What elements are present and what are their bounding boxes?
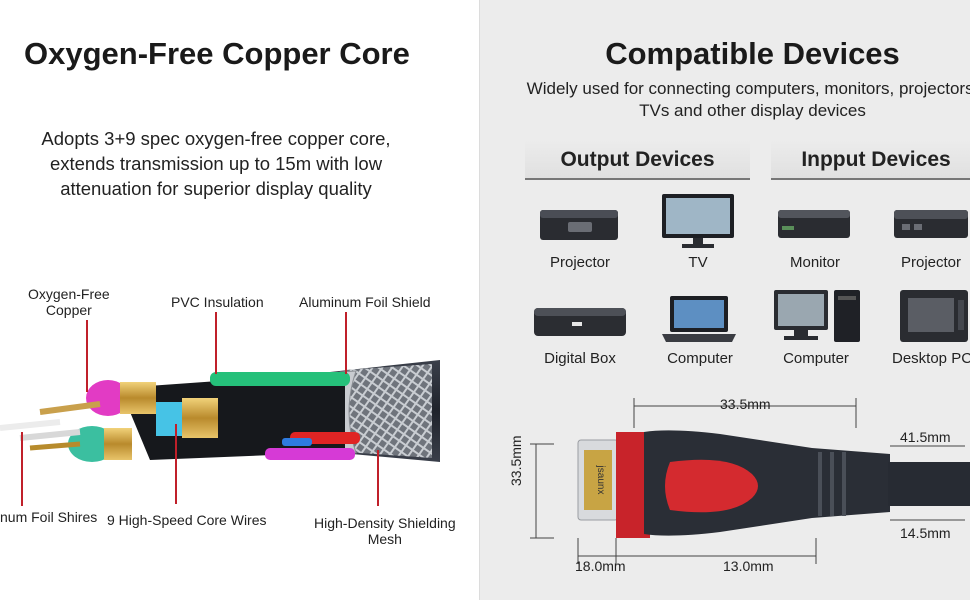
compatible-devices-panel: Compatible Devices Widely used for conne… <box>480 0 970 600</box>
red-grip <box>665 459 758 513</box>
label-shielding-line2: Mesh <box>367 531 402 547</box>
description-line-1: Adopts 3+9 spec oxygen-free copper core, <box>41 128 391 149</box>
copper-core-panel: Oxygen-Free Copper Core Adopts 3+9 spec … <box>0 0 480 600</box>
shielding-mesh <box>337 364 432 458</box>
connector-dimension-diagram: jsaunx <box>530 398 970 564</box>
copper-core-title: Oxygen-Free Copper Core <box>24 36 410 71</box>
device-digital-box-label: Digital Box <box>544 350 616 367</box>
label-aluminum-foil-shires: num Foil Shires <box>0 509 98 525</box>
device-monitor-label: Monitor <box>789 254 841 271</box>
device-desktop-pc-label: Desktop PC <box>892 350 970 367</box>
output-devices-heading: Output Devices <box>525 140 750 180</box>
desktop-pc-icon <box>900 290 968 342</box>
laptop-icon <box>662 296 736 342</box>
label-oxygen-free-line2: Copper <box>45 302 92 318</box>
green-wire <box>210 372 350 386</box>
description-line-3: attenuation for superior display quality <box>60 178 372 199</box>
copper-strand <box>19 429 81 441</box>
copper-strand <box>39 401 101 415</box>
device-computer-desktop-label: Computer <box>783 350 849 367</box>
plug-brand-text: jsaunx <box>595 465 606 495</box>
device-projector-input-label: Projector <box>900 254 962 271</box>
input-devices-heading: Inpput Devices <box>771 140 970 180</box>
compatible-devices-subtitle: Widely used for connecting computers, mo… <box>480 78 970 122</box>
subtitle-line-2: TVs and other display devices <box>639 101 866 120</box>
projector-input-icon <box>894 210 968 238</box>
device-tv-label: TV <box>688 254 708 271</box>
dim-bottom-left-label: 18.0mm <box>575 558 626 574</box>
label-oxygen-free-copper: Oxygen-Free Copper <box>28 286 110 318</box>
dim-top-label: 33.5mm <box>720 396 771 412</box>
label-shielding-mesh: High-Density Shielding Mesh <box>314 515 456 547</box>
label-shielding-line1: High-Density Shielding <box>314 515 456 531</box>
projector-icon <box>540 210 618 240</box>
copper-core-description: Adopts 3+9 spec oxygen-free copper core,… <box>0 126 432 201</box>
blue-wire <box>282 438 312 446</box>
description-line-2: extends transmission up to 15m with low <box>49 153 383 174</box>
panel-divider <box>479 0 480 600</box>
cable-jacket <box>888 462 970 506</box>
compatible-devices-title: Compatible Devices <box>605 36 900 71</box>
dim-right-bottom-label: 14.5mm <box>900 525 951 541</box>
copper-strand <box>29 441 81 451</box>
magenta-gold-sleeve <box>120 382 156 414</box>
tv-icon <box>662 194 734 248</box>
dim-left-label: 33.5mm <box>508 435 524 486</box>
monitor-icon <box>778 210 850 238</box>
label-pvc-insulation: PVC Insulation <box>171 294 264 310</box>
device-projector-label: Projector <box>549 254 611 271</box>
red-collar <box>616 432 650 538</box>
dim-bottom-mid-label: 13.0mm <box>723 558 774 574</box>
magenta-wire <box>265 448 355 460</box>
dim-right-top-label: 41.5mm <box>900 429 951 445</box>
device-computer-laptop-label: Computer <box>667 350 733 367</box>
teal-gold-sleeve <box>104 428 132 460</box>
copper-strand <box>0 419 61 431</box>
label-oxygen-free-line1: Oxygen-Free <box>28 286 110 302</box>
label-core-wires: 9 High-Speed Core Wires <box>107 512 267 528</box>
desktop-computer-icon <box>774 290 860 342</box>
cable-cross-section <box>0 312 440 506</box>
subtitle-line-1: Widely used for connecting computers, mo… <box>526 79 970 98</box>
cyan-gold-sleeve <box>182 398 218 438</box>
label-aluminum-foil-shield: Aluminum Foil Shield <box>299 294 431 310</box>
digital-box-icon <box>534 308 626 336</box>
